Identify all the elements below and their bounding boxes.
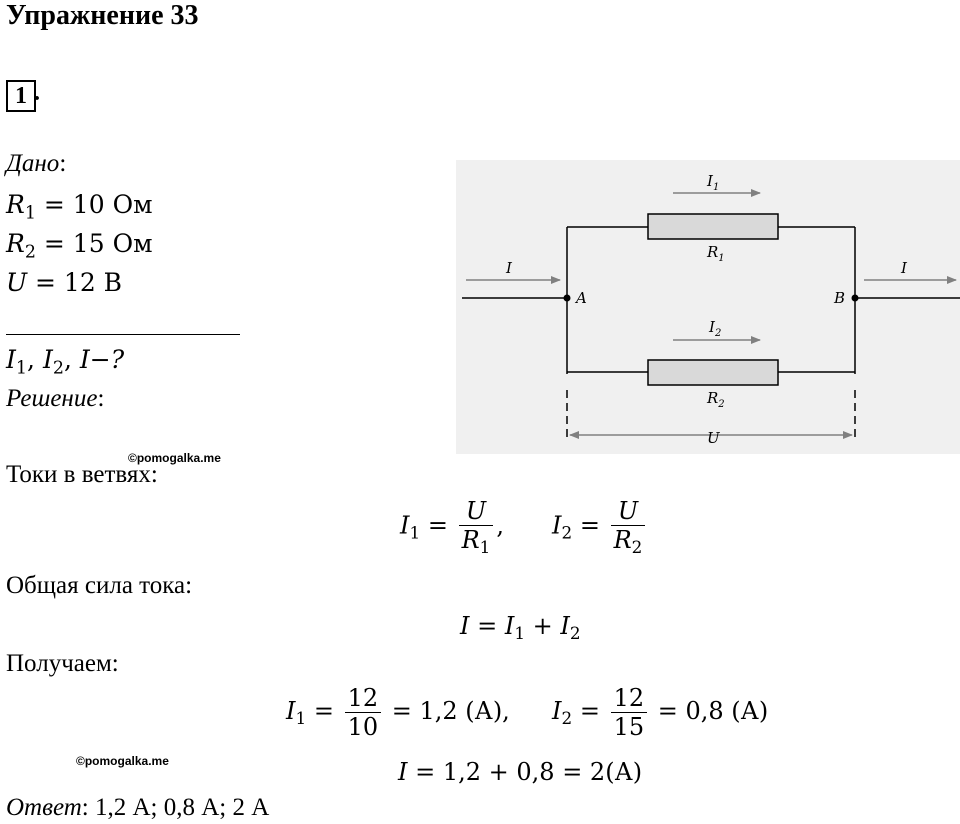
label-r2: R2 <box>706 389 725 410</box>
given-sym: U <box>6 268 28 297</box>
given-sym: R <box>6 190 25 219</box>
given-word: Дано <box>6 150 60 177</box>
label-i2: I2 <box>708 318 721 339</box>
label-i-in: I <box>505 259 513 277</box>
label-voltage-u: U <box>707 429 721 447</box>
find-sep: , <box>63 345 80 374</box>
answer-line: Ответ: 1,2 А; 0,8 А; 2 А <box>6 794 269 822</box>
solution-word: Решение <box>6 385 98 412</box>
resistor-r2 <box>647 359 779 386</box>
current-arrows <box>466 189 957 439</box>
result-heading: Получаем: <box>6 650 119 677</box>
given-line-r1: R1 = 10 Ом <box>6 190 153 223</box>
label-i-out: I <box>900 259 908 277</box>
answer-text: : 1,2 А; 0,8 А; 2 А <box>81 794 270 821</box>
given-value: = 10 Ом <box>35 190 153 219</box>
find-i2-sub: 2 <box>52 358 64 379</box>
total-current-heading: Общая сила тока: <box>6 572 193 599</box>
given-label: Дано: <box>6 150 66 178</box>
given-sym: R <box>6 229 25 258</box>
solution-colon: : <box>97 385 105 412</box>
find-i1-sub: 1 <box>15 358 28 379</box>
watermark-bottom: ©pomogalka.me <box>76 754 169 768</box>
given-sub: 1 <box>24 203 36 224</box>
given-separator-line <box>6 334 240 335</box>
label-i1: I1 <box>706 172 719 193</box>
answer-label: Ответ <box>6 794 82 821</box>
label-r1: R1 <box>706 243 725 264</box>
watermark: ©pomogalka.me <box>128 451 221 465</box>
find-sep: , <box>27 345 43 374</box>
given-line-r2: R2 = 15 Ом <box>6 229 153 262</box>
given-value: = 15 Ом <box>35 229 153 258</box>
circuit-svg: I I I1 I2 R1 R2 A B U <box>462 172 960 447</box>
solution-label: Решение: <box>6 385 104 413</box>
given-colon: : <box>59 150 67 177</box>
exercise-title: Упражнение 33 <box>6 0 199 31</box>
node-b <box>851 294 859 302</box>
find-line: I1, I2, I−? <box>6 345 124 378</box>
label-node-a: A <box>574 289 587 307</box>
given-value: = 12 В <box>27 268 123 297</box>
voltage-extenders <box>566 390 856 442</box>
find-i1: I <box>6 345 16 374</box>
branch-currents-heading: Токи в ветвях: <box>6 461 158 488</box>
task-number-box: 1 <box>6 80 36 112</box>
resistor-r1 <box>647 213 779 240</box>
given-line-u: U = 12 В <box>6 268 122 301</box>
task-number-dot: . <box>34 80 40 106</box>
find-i2: I <box>42 345 53 374</box>
label-node-b: B <box>833 289 845 307</box>
formula-calc-total: I = 1,2 + 0,8 = 2(А) <box>398 758 643 786</box>
node-a <box>563 294 571 302</box>
find-tail: I−? <box>79 345 125 374</box>
formula-total: I = I1 + I2 <box>460 612 581 644</box>
given-sub: 2 <box>24 242 36 263</box>
circuit-diagram: I I I1 I2 R1 R2 A B U <box>456 160 960 454</box>
